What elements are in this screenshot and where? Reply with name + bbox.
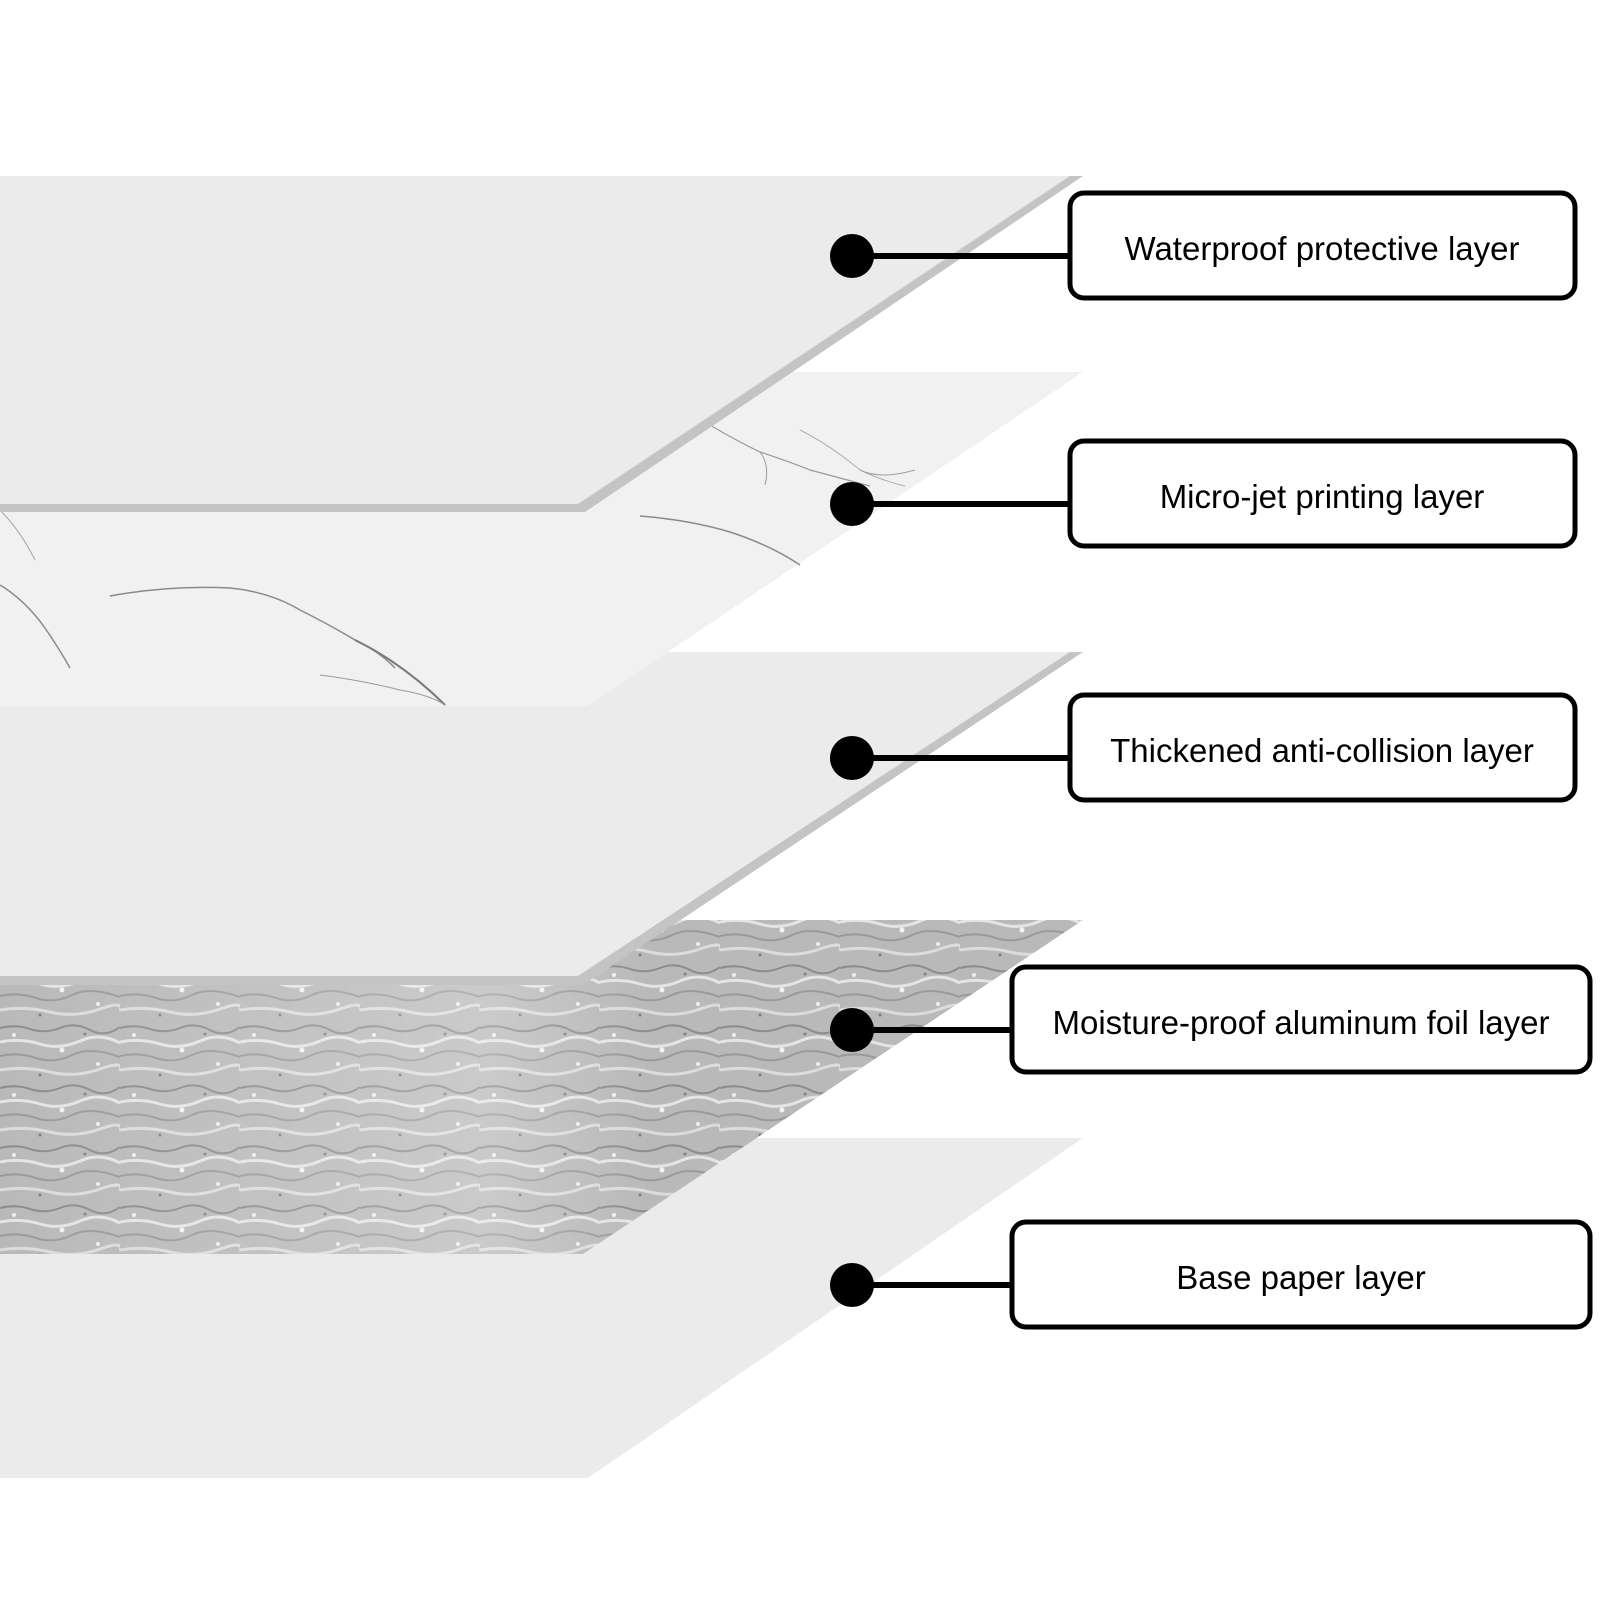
label-box: [1009, 1219, 1593, 1330]
waterproof-layer-label: Waterproof protective layer: [1125, 230, 1520, 267]
marker-dot: [830, 234, 874, 278]
anti-collision-layer-label: Thickened anti-collision layer: [1110, 732, 1534, 769]
label-box: [1009, 964, 1593, 1075]
callout-anti-collision: Thickened anti-collision layer: [830, 692, 1578, 803]
marker-dot: [830, 482, 874, 526]
label-box: [1067, 692, 1578, 803]
marker-dot: [830, 736, 874, 780]
callout-printing: Micro-jet printing layer: [830, 438, 1578, 549]
callout-waterproof: Waterproof protective layer: [830, 190, 1578, 301]
callout-base-paper: Base paper layer: [830, 1219, 1593, 1330]
marker-dot: [830, 1008, 874, 1052]
marker-dot: [830, 1263, 874, 1307]
callout-aluminum-foil: Moisture-proof aluminum foil layer: [830, 964, 1593, 1075]
label-box: [1067, 438, 1578, 549]
printing-layer-label: Micro-jet printing layer: [1160, 478, 1485, 515]
label-box: [1067, 190, 1578, 301]
aluminum-foil-layer-label: Moisture-proof aluminum foil layer: [1052, 1004, 1549, 1041]
base-paper-layer-label: Base paper layer: [1176, 1259, 1425, 1296]
anti-collision-layer-sheet: [0, 652, 1083, 985]
waterproof-layer-sheet: [0, 176, 1083, 512]
aluminum-foil-layer-sheet: [0, 920, 1083, 1254]
